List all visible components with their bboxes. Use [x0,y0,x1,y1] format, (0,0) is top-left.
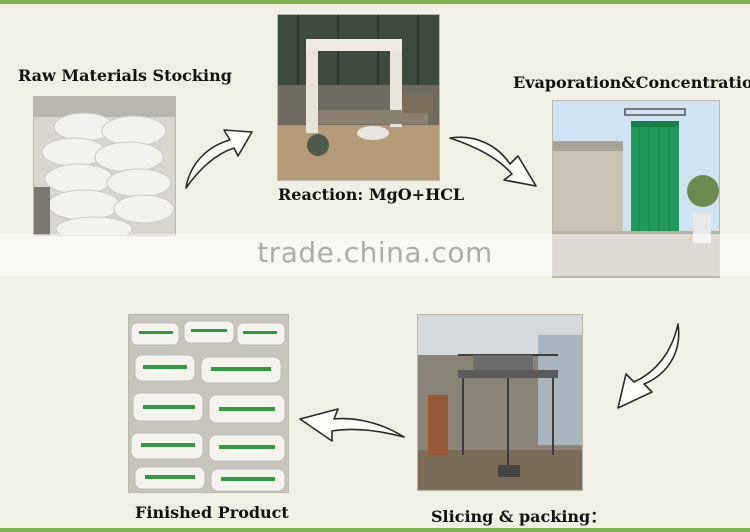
curved-arrow-icon [298,393,408,451]
top-accent-bar [0,0,750,4]
label-reaction: Reaction: MgO+HCL [278,185,465,204]
bottom-accent-bar [0,528,750,532]
curved-arrow-icon [448,132,540,190]
photo-reaction [277,14,440,181]
curved-arrow-icon [180,118,256,193]
watermark-text: trade.china.com [257,236,493,269]
photo-raw-materials [33,96,176,236]
label-finished-product: Finished Product [135,503,289,522]
curved-arrow-icon [612,322,684,412]
label-raw-materials: Raw Materials Stocking [18,66,232,85]
photo-finished-product [128,314,289,493]
label-evaporation: Evaporation&Concentration [513,73,750,92]
photo-slicing-packing [417,314,583,491]
label-slicing-packing: Slicing & packing： [431,507,607,526]
watermark-band [0,234,750,276]
